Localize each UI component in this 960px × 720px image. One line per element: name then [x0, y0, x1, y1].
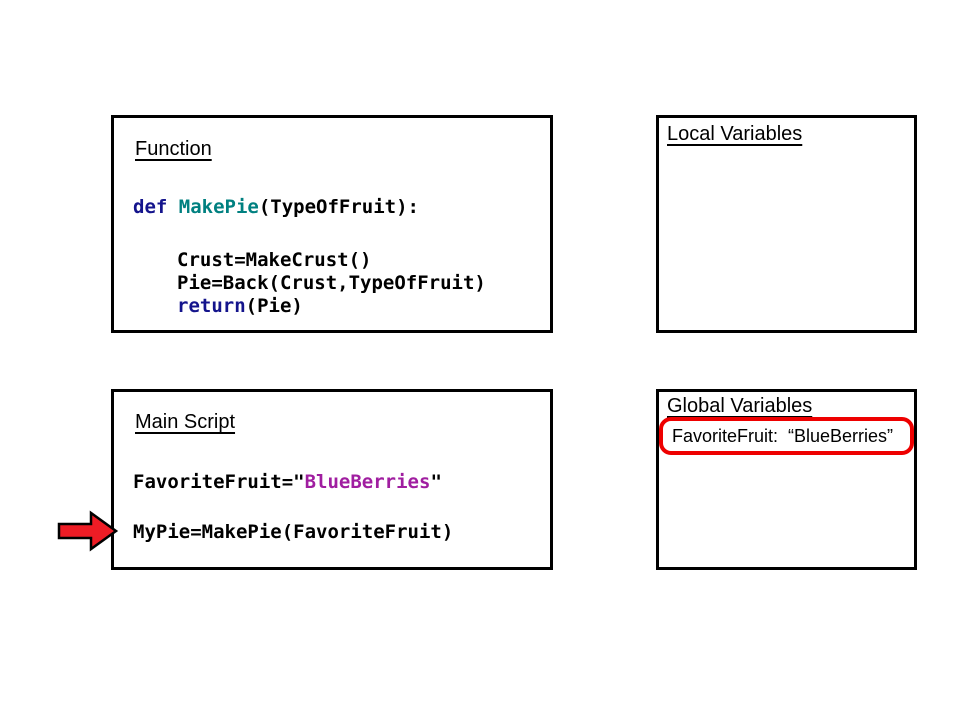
close-quote: ": [430, 471, 442, 493]
code-line-return: return(Pie): [177, 295, 486, 318]
function-body: Crust=MakeCrust()Pie=Back(Crust,TypeOfFr…: [177, 249, 486, 318]
function-def-line: def MakePie(TypeOfFruit):: [133, 196, 419, 219]
function-box: Function def MakePie(TypeOfFruit): Crust…: [111, 115, 553, 333]
assign-lhs: FavoriteFruit=: [133, 471, 294, 493]
assign-line: FavoriteFruit="BlueBerries": [133, 471, 442, 494]
code-line-pie: Pie=Back(Crust,TypeOfFruit): [177, 272, 486, 294]
def-keyword: def: [133, 196, 179, 218]
global-variables-title: Global Variables: [667, 395, 813, 417]
return-args: (Pie): [245, 295, 303, 317]
code-line-crust: Crust=MakeCrust(): [177, 249, 372, 271]
open-quote: ": [293, 471, 305, 493]
local-variables-title: Local Variables: [667, 123, 803, 145]
function-name: MakePie: [178, 196, 259, 218]
main-script-title: Main Script: [135, 411, 236, 433]
function-box-title: Function: [135, 138, 212, 160]
global-variables-box: Global Variables FavoriteFruit: “BlueBer…: [656, 389, 917, 570]
global-variable-entry: FavoriteFruit: “BlueBerries”: [672, 425, 894, 446]
main-script-box: Main Script FavoriteFruit="BlueBerries" …: [111, 389, 553, 570]
def-args: (TypeOfFruit):: [258, 196, 419, 218]
execution-arrow-icon: [57, 510, 119, 552]
string-value: BlueBerries: [304, 471, 431, 493]
call-line: MyPie=MakePie(FavoriteFruit): [133, 521, 454, 543]
local-variables-box: Local Variables: [656, 115, 917, 333]
arrow-shape: [57, 510, 119, 552]
return-keyword: return: [177, 295, 246, 317]
highlight-rounded-rect: FavoriteFruit: “BlueBerries”: [659, 417, 914, 455]
